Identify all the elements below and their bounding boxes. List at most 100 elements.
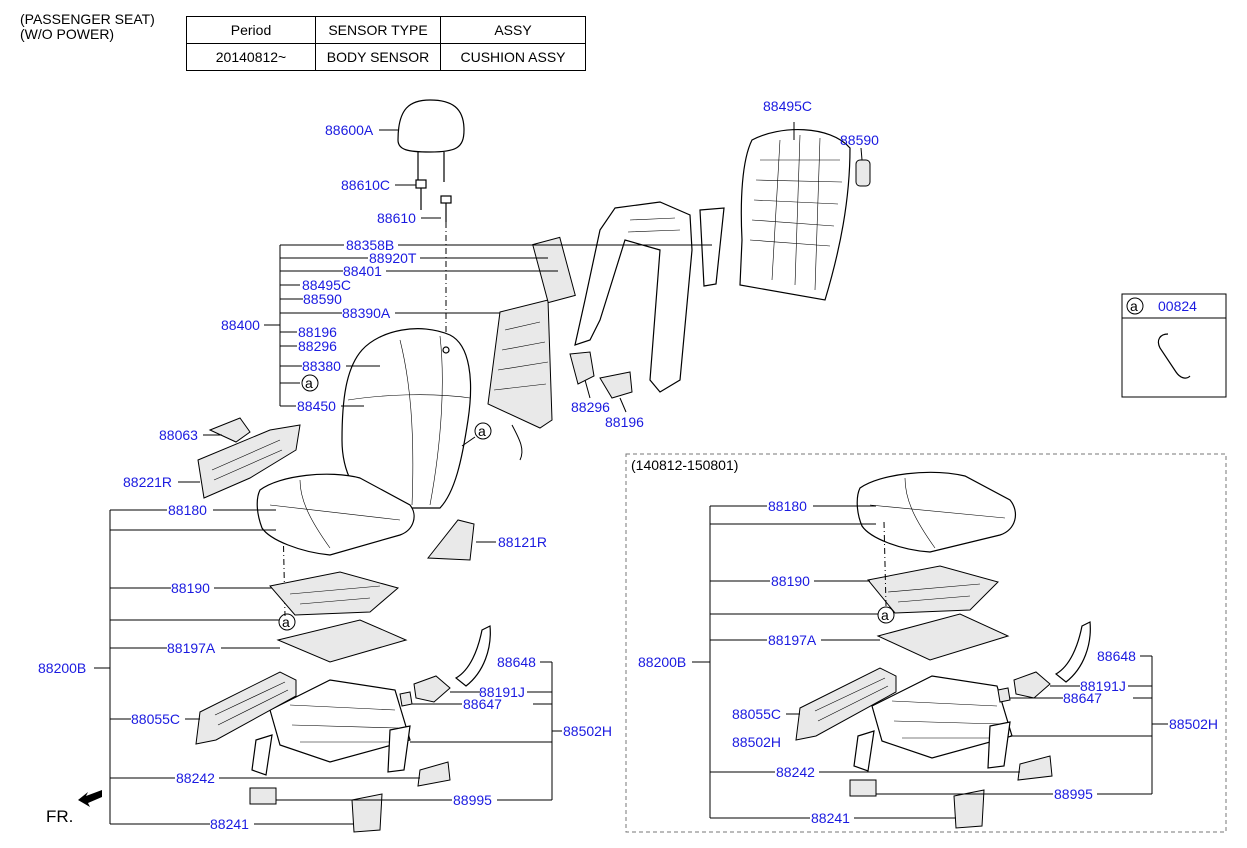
- shield-88221r-drawing: [197, 424, 301, 499]
- label-88648: 88648: [497, 654, 536, 670]
- mat-88197a-drawing: [276, 619, 408, 663]
- cover-88063-drawing: [208, 417, 251, 443]
- label-88450: 88450: [297, 398, 336, 414]
- inset-label-88995: 88995: [1054, 786, 1093, 802]
- label-88495c-top: 88495C: [763, 98, 812, 114]
- inset-period-label: (140812-150801): [631, 457, 738, 473]
- back-pad-drawing: [487, 299, 553, 461]
- callout-marker: a: [1130, 298, 1138, 314]
- headrest-drawing: [397, 99, 465, 182]
- label-88358b: 88358B: [346, 237, 394, 253]
- inset-cushion-drawing: [856, 471, 1017, 553]
- title-line-1: (PASSENGER SEAT): [20, 11, 155, 27]
- inset-cushion-pad-drawing: [867, 565, 999, 614]
- marker-a-list-text: a: [305, 375, 313, 391]
- inset-label-88200b: 88200B: [638, 654, 686, 670]
- label-88200b: 88200B: [38, 660, 86, 676]
- inset-label-88647: 88647: [1063, 690, 1102, 706]
- clip-00824-icon: [1157, 333, 1191, 379]
- guide-88610c-drawing: [415, 179, 427, 210]
- spec-table: Period SENSOR TYPE ASSY 20140812~ BODY S…: [186, 16, 586, 71]
- inset-label-88197a: 88197A: [768, 632, 817, 648]
- seat-frame-drawing: [251, 679, 411, 776]
- marker-a-back-text: a: [478, 423, 486, 439]
- label-88995: 88995: [453, 792, 492, 808]
- label-88221r: 88221R: [123, 474, 172, 490]
- label-88401: 88401: [343, 263, 382, 279]
- inset-label-88055c: 88055C: [732, 706, 781, 722]
- inset-label-88648: 88648: [1097, 648, 1136, 664]
- label-88647: 88647: [463, 696, 502, 712]
- label-88055c: 88055C: [131, 711, 180, 727]
- inset-cover-88242-drawing: [1017, 755, 1053, 781]
- inset-panel: (140812-150801): [625, 453, 1227, 833]
- marker-a-cushion: a: [278, 613, 296, 631]
- label-88296-frame: 88296: [571, 399, 610, 415]
- title-line-2: (W/O POWER): [20, 26, 115, 42]
- label-88610: 88610: [377, 210, 416, 226]
- cushion-drawing: [256, 473, 415, 556]
- inset-centerline: [883, 521, 887, 607]
- knob-88590-drawing: [855, 159, 871, 187]
- label-88920t: 88920T: [369, 250, 417, 266]
- inset-knob-drawing: [997, 687, 1011, 703]
- bracket-88196-drawing: [599, 371, 633, 399]
- inset-label-88190: 88190: [771, 573, 810, 589]
- cushion-pad-drawing: [269, 571, 400, 616]
- side-cover-88055c-drawing: [195, 671, 297, 745]
- inset-mat-drawing: [876, 613, 1010, 661]
- label-88380: 88380: [302, 358, 341, 374]
- inset-label-88502h-list: 88502H: [732, 734, 781, 750]
- bracket-88296-drawing: [569, 351, 595, 385]
- label-88197a: 88197A: [167, 640, 216, 656]
- label-88196-list: 88196: [298, 324, 337, 340]
- inset-label-88180: 88180: [768, 498, 807, 514]
- lever-88648-drawing: [454, 625, 491, 687]
- cover-88241-drawing: [351, 793, 383, 833]
- spec-table-row: 20140812~ BODY SENSOR CUSHION ASSY: [186, 43, 586, 71]
- callout-part-number: 00824: [1158, 298, 1197, 314]
- label-88196-frame: 88196: [605, 414, 644, 430]
- label-88180: 88180: [168, 502, 207, 518]
- cover-88242-drawing: [417, 761, 451, 787]
- back-cover-drawing: [739, 128, 851, 301]
- inset-marker-a: a: [877, 606, 895, 624]
- label-88600a: 88600A: [325, 122, 374, 138]
- front-label: FR.: [46, 807, 73, 826]
- spec-cell-period: 20140812~: [186, 43, 316, 71]
- seat-back-frame-drawing: [532, 201, 725, 393]
- spec-table-header-row: Period SENSOR TYPE ASSY: [186, 16, 586, 44]
- pump-88191j-drawing: [413, 675, 451, 703]
- label-88296-list: 88296: [298, 338, 337, 354]
- diagram-title: (PASSENGER SEAT) (W/O POWER): [20, 12, 155, 42]
- seat-back-drawing: [341, 328, 472, 509]
- inset-label-88191j: 88191J: [1080, 678, 1126, 694]
- label-88121r: 88121R: [498, 534, 547, 550]
- inset-pump-drawing: [1013, 671, 1051, 699]
- inset-label-88241: 88241: [811, 810, 850, 826]
- front-arrow-icon: [78, 790, 102, 807]
- label-88590-list: 88590: [303, 291, 342, 307]
- leader-lines-inset: [692, 505, 1168, 819]
- label-88590-top: 88590: [840, 132, 879, 148]
- label-88190: 88190: [171, 580, 210, 596]
- spec-cell-sensor-type: BODY SENSOR: [315, 43, 441, 71]
- label-88502h: 88502H: [563, 723, 612, 739]
- cover-88121r-drawing: [427, 519, 475, 561]
- inset-label-88502h: 88502H: [1169, 716, 1218, 732]
- label-88241: 88241: [210, 816, 249, 832]
- inset-side-cover-drawing: [795, 667, 897, 741]
- label-88063: 88063: [159, 427, 198, 443]
- marker-a-cushion-text: a: [282, 614, 290, 630]
- leader-lines-main: [94, 122, 863, 825]
- label-88610c: 88610C: [341, 177, 390, 193]
- marker-a-back: a: [461, 422, 492, 447]
- marker-a-list: a: [301, 374, 319, 392]
- front-direction-indicator: FR.: [46, 790, 102, 826]
- label-88390a: 88390A: [342, 305, 391, 321]
- inset-label-88242: 88242: [776, 764, 815, 780]
- cover-88995-drawing: [249, 787, 277, 805]
- inset-cover-88995-drawing: [849, 779, 877, 797]
- inset-seat-frame-drawing: [853, 675, 1013, 772]
